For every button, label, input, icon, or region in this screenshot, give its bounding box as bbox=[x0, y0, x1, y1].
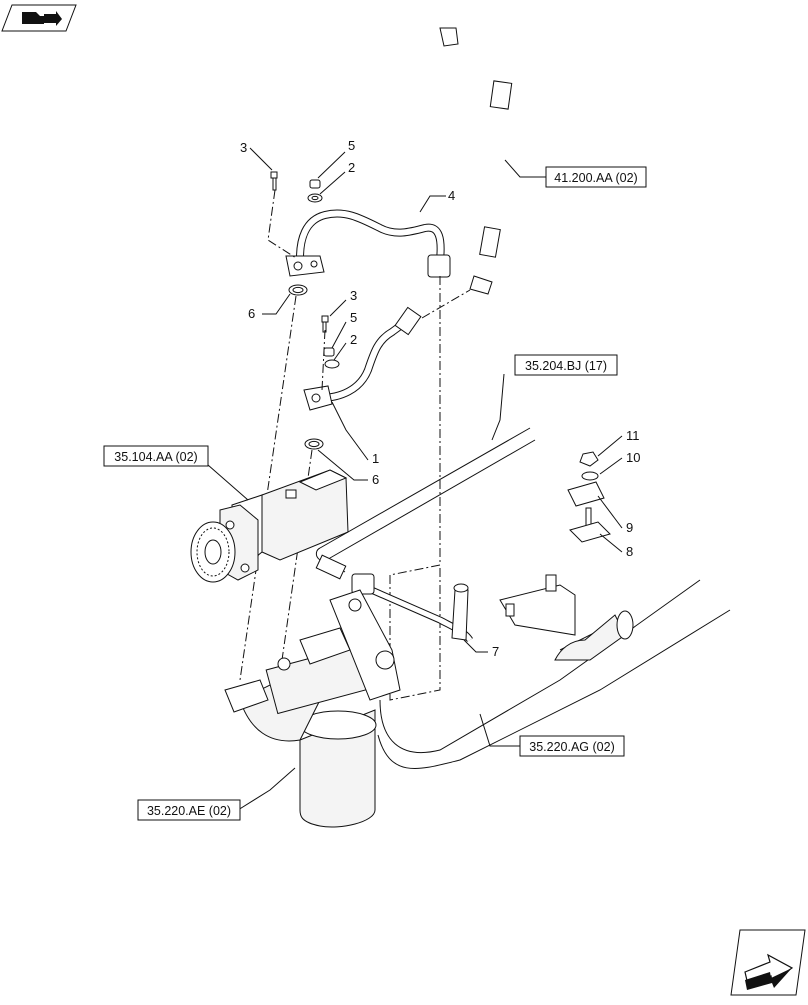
callout-11: 11 bbox=[626, 428, 640, 443]
tube-item-4 bbox=[285, 209, 451, 278]
oring-6a bbox=[288, 284, 308, 296]
nut-11 bbox=[579, 451, 599, 467]
callout-4: 4 bbox=[448, 188, 455, 203]
oring-6b bbox=[304, 438, 324, 450]
callout-5: 5 bbox=[350, 310, 357, 325]
ref-label: 35.220.AE (02) bbox=[147, 804, 231, 818]
callout-7: 7 bbox=[492, 644, 499, 659]
callout-5: 5 bbox=[348, 138, 355, 153]
filter-assembly bbox=[224, 589, 401, 828]
tube-item-1 bbox=[303, 306, 422, 411]
bolt-3a bbox=[270, 171, 278, 191]
tube-item-7 bbox=[351, 573, 473, 643]
callout-8: 8 bbox=[626, 544, 633, 559]
upper-return-hose bbox=[439, 27, 513, 295]
callout-2: 2 bbox=[350, 332, 357, 347]
callout-6: 6 bbox=[248, 306, 255, 321]
bolt-3b bbox=[321, 315, 329, 333]
ref-35-220-ag[interactable]: 35.220.AG (02) bbox=[519, 735, 625, 757]
ref-41-200-aa[interactable]: 41.200.AA (02) bbox=[545, 166, 647, 188]
ref-label: 35.204.BJ (17) bbox=[525, 359, 607, 373]
leader-lines bbox=[207, 147, 623, 811]
plug-5b bbox=[323, 347, 335, 357]
hydraulic-pump bbox=[190, 469, 349, 583]
ref-35-220-ae[interactable]: 35.220.AE (02) bbox=[137, 799, 241, 821]
clip-9 bbox=[567, 481, 605, 507]
ref-label: 35.104.AA (02) bbox=[114, 450, 197, 464]
ref-35-204-bj[interactable]: 35.204.BJ (17) bbox=[514, 354, 618, 376]
next-page-arrow-icon[interactable] bbox=[730, 929, 806, 996]
callout-10: 10 bbox=[626, 450, 640, 465]
callout-2: 2 bbox=[348, 160, 355, 175]
ref-label: 35.220.AG (02) bbox=[529, 740, 614, 754]
pipe-35-204 bbox=[315, 427, 536, 580]
callout-1: 1 bbox=[372, 451, 379, 466]
ref-label: 41.200.AA (02) bbox=[554, 171, 637, 185]
callout-6: 6 bbox=[372, 472, 379, 487]
callout-numbers: 3 5 2 4 6 3 5 2 1 6 11 10 9 8 7 bbox=[240, 138, 640, 659]
clamp-8 bbox=[569, 507, 611, 543]
callout-9: 9 bbox=[626, 520, 633, 535]
book-arrow-icon[interactable] bbox=[1, 4, 77, 32]
plug-5a bbox=[309, 179, 321, 189]
callout-3: 3 bbox=[350, 288, 357, 303]
washer-10 bbox=[581, 471, 599, 481]
ref-35-104-aa[interactable]: 35.104.AA (02) bbox=[103, 445, 209, 467]
pipe-35-220-ag bbox=[377, 579, 731, 769]
washer-2b bbox=[324, 359, 340, 369]
mounting-bracket bbox=[499, 574, 576, 636]
washer-2a bbox=[307, 193, 323, 203]
callout-3: 3 bbox=[240, 140, 247, 155]
